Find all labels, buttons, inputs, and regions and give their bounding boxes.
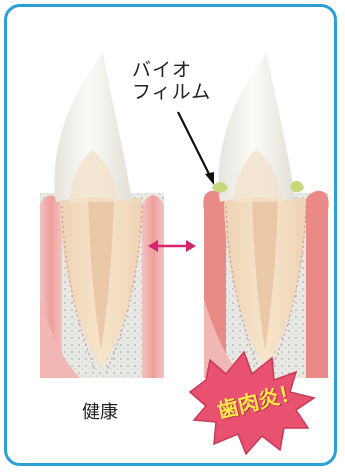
biofilm-label-line2: フィルム: [132, 82, 211, 103]
gum-right: [142, 195, 164, 378]
biofilm-label-line1: バイオ: [132, 60, 192, 81]
healthy-label: 健康: [82, 398, 118, 424]
comparison-arrow: [148, 240, 196, 252]
swollen-gum-right: [304, 191, 329, 378]
gingivitis-tooth-diagram: [203, 54, 328, 378]
biofilm-pointer: [178, 112, 214, 185]
